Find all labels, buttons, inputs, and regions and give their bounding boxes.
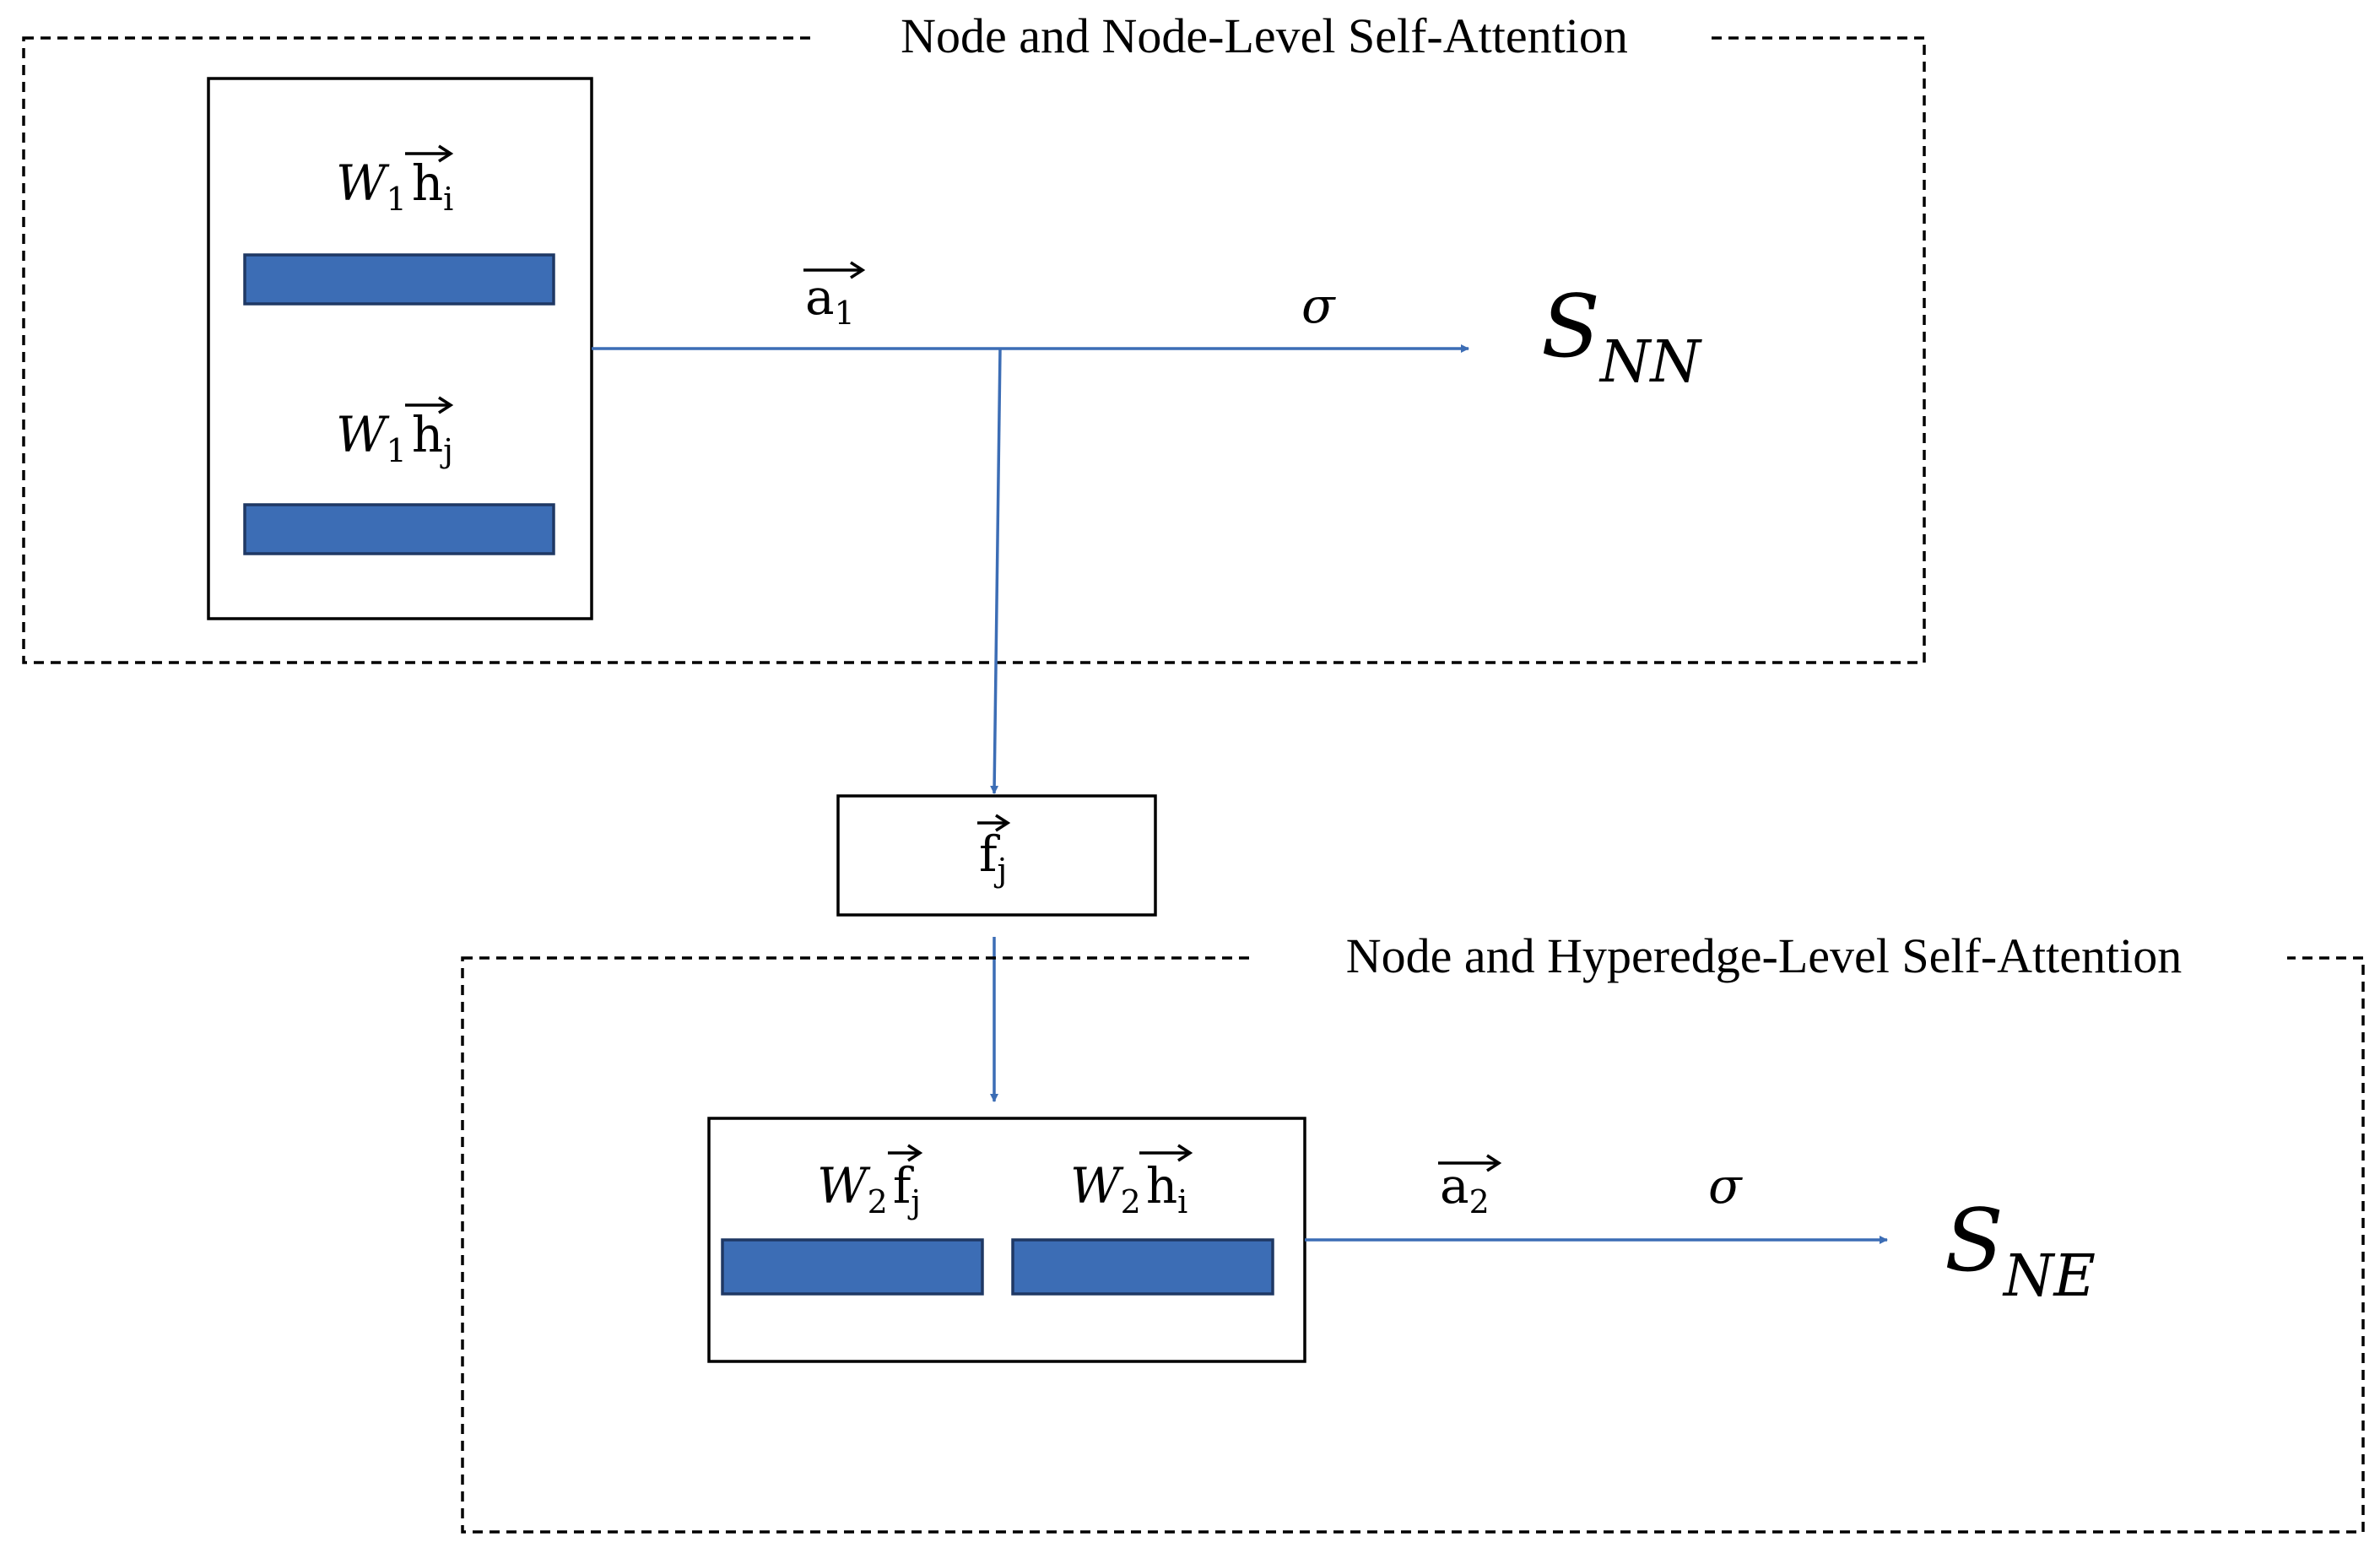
vector-arrow-icon	[405, 144, 454, 163]
sigma-activation-top: σ	[1301, 277, 1336, 334]
output-snn: SNN	[1541, 277, 1702, 396]
node-level-group-title: Node and Node-Level Self-Attention	[901, 8, 1628, 63]
vector-arrow-icon	[977, 814, 1011, 832]
sigma-activation-bottom: σ	[1708, 1157, 1743, 1215]
attention-weight-a1-label: a1	[805, 268, 855, 332]
vector-arrow-icon	[1438, 1154, 1502, 1172]
feature-fj-embedding-bar	[721, 1238, 984, 1296]
node-i-embedding-bar	[243, 253, 555, 306]
hyperedge-level-group-title: Node and Hyperedge-Level Self-Attention	[1346, 928, 2182, 983]
attention-weight-a2-label: a2	[1440, 1157, 1490, 1220]
output-sne: SNE	[1945, 1191, 2096, 1310]
vector-arrow-icon	[1139, 1144, 1193, 1162]
vector-arrow-icon	[888, 1144, 923, 1162]
feature-fj-label: fj	[979, 825, 1007, 889]
vector-arrow-icon	[803, 261, 866, 279]
node-j-embedding-bar	[243, 503, 555, 555]
to-fj-arrow	[990, 348, 1002, 794]
vector-arrow-icon	[405, 396, 454, 414]
node-hi-embedding-bar	[1011, 1238, 1274, 1296]
